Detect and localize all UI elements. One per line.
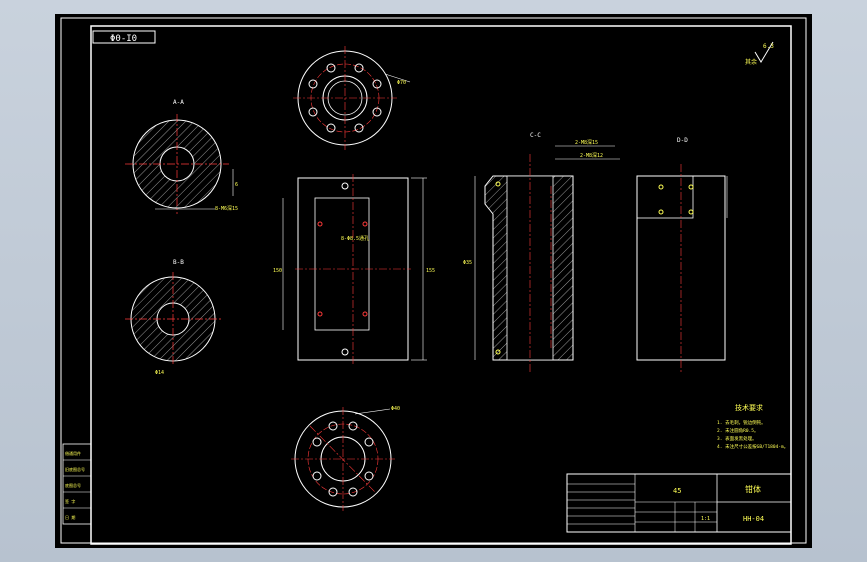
svg-text:150: 150 <box>273 268 282 274</box>
svg-text:8-Φ8.5通孔: 8-Φ8.5通孔 <box>341 235 369 242</box>
svg-text:2-M8深12: 2-M8深12 <box>580 152 603 159</box>
svg-text:8-M6深15: 8-M6深15 <box>215 205 238 212</box>
tech-req-line-2: 2. 未注圆角R0.5。 <box>717 427 758 434</box>
title-block: 45 钳体 HH-04 1:1 <box>566 473 792 533</box>
section-b-b-view: Φ14 <box>125 272 221 376</box>
top-left-title-box <box>92 30 156 44</box>
tech-req-line-1: 1. 去毛刺，锐边倒钝。 <box>717 419 766 426</box>
roughness-mark: 其余 6.3 <box>745 41 774 66</box>
svg-text:其余: 其余 <box>745 58 757 66</box>
strip-cell-4: 签 字 <box>65 498 75 504</box>
section-c-c-view: Φ35 2-M8深15 2-M8深12 <box>463 139 620 374</box>
svg-text:Φ35: Φ35 <box>463 260 472 266</box>
section-label-c: C-C <box>530 132 541 139</box>
bottom-flange-view: Φ40 <box>291 406 400 511</box>
section-d-d-view <box>636 164 728 374</box>
part-name: 钳体 <box>745 484 761 494</box>
svg-text:6.3: 6.3 <box>763 43 774 50</box>
front-view: 155 150 8-Φ8.5通孔 <box>273 174 435 366</box>
section-label-d: D-D <box>677 137 688 144</box>
section-label-a: A-A <box>173 99 184 106</box>
scale-value: 1:1 <box>701 516 710 522</box>
strip-cell-1: 借通用件 <box>65 450 81 456</box>
svg-text:Φ14: Φ14 <box>155 370 164 376</box>
top-flange-view: Φ70 <box>293 46 411 150</box>
svg-text:2-M8深15: 2-M8深15 <box>575 139 598 146</box>
svg-text:Φ40: Φ40 <box>391 406 400 412</box>
drawing-number: HH-04 <box>743 515 764 523</box>
top-left-title: Φ0-I0 <box>110 34 137 44</box>
strip-cell-5: 日 期 <box>65 514 75 520</box>
svg-text:155: 155 <box>426 268 435 274</box>
drawing-canvas[interactable]: Φ0-I0 其余 6.3 A-A 8-M6深15 <box>55 14 812 548</box>
drawing-viewport[interactable]: Φ0-I0 其余 6.3 A-A 8-M6深15 <box>55 14 812 548</box>
strip-cell-3: 底图总号 <box>65 482 81 488</box>
tech-req-title: 技术要求 <box>735 403 763 412</box>
section-a-a-view: 8-M6深15 6 <box>125 114 238 214</box>
section-label-b: B-B <box>173 259 184 266</box>
material-label: 45 <box>673 487 681 495</box>
svg-text:Φ70: Φ70 <box>397 80 406 86</box>
sheet-outer-border <box>60 17 807 544</box>
strip-cell-2: 旧底图总号 <box>65 466 85 472</box>
left-revision-strip: 借通用件 旧底图总号 底图总号 签 字 日 期 <box>62 443 92 525</box>
svg-text:6: 6 <box>235 182 238 188</box>
technical-requirements: 技术要求 1. 去毛刺，锐边倒钝。 2. 未注圆角R0.5。 3. 表面发黑处理… <box>717 403 788 450</box>
sheet-inner-border <box>90 25 792 545</box>
tech-req-line-3: 3. 表面发黑处理。 <box>717 435 757 442</box>
tech-req-line-4: 4. 未注尺寸公差按GB/T1804-m。 <box>717 443 788 450</box>
